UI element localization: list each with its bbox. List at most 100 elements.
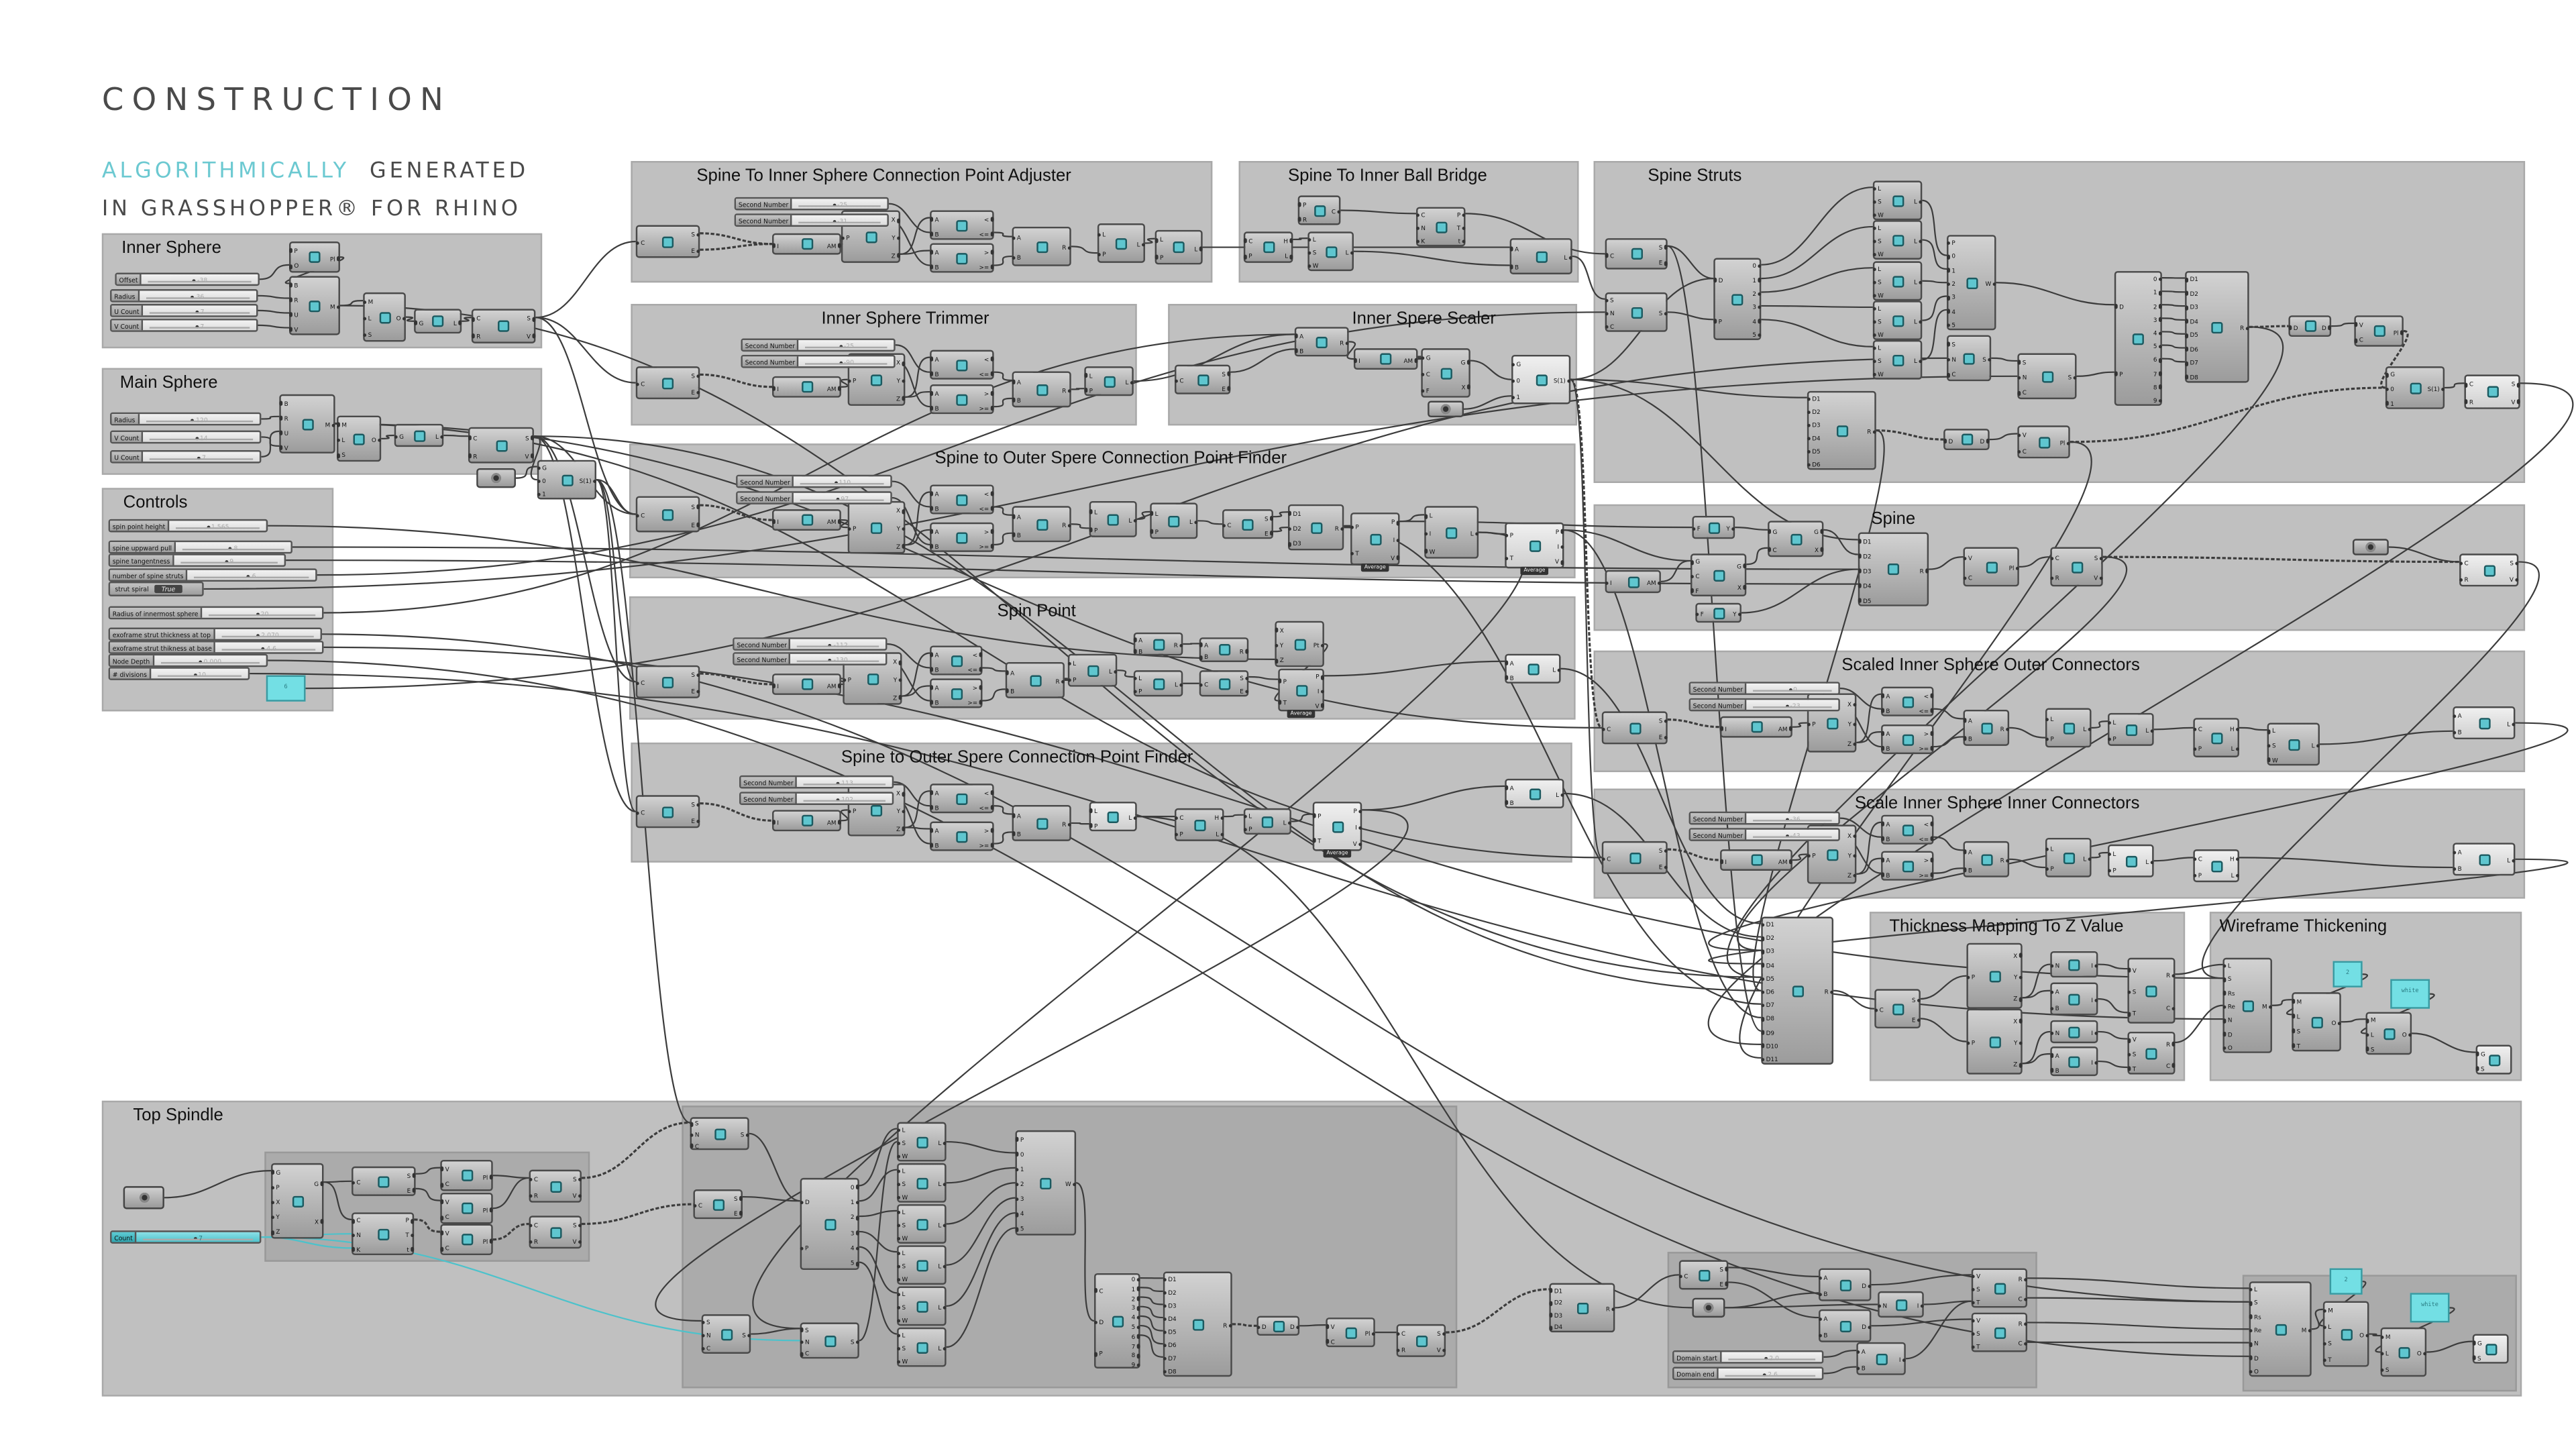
output-port[interactable]	[1820, 529, 1824, 534]
input-port[interactable]	[2184, 319, 2188, 324]
input-port[interactable]	[1297, 202, 1301, 207]
input-port[interactable]	[1971, 1300, 1975, 1305]
input-port[interactable]	[2192, 857, 2196, 861]
output-port[interactable]	[1462, 226, 1466, 231]
input-port[interactable]	[2127, 989, 2131, 995]
output-port[interactable]	[838, 820, 842, 824]
input-port[interactable]	[1872, 307, 1876, 311]
input-port[interactable]	[1307, 237, 1311, 242]
input-port[interactable]	[1966, 975, 1970, 980]
input-port[interactable]	[2184, 291, 2188, 296]
output-port[interactable]	[1664, 261, 1668, 266]
input-port[interactable]	[2017, 390, 2021, 396]
input-port[interactable]	[1880, 746, 1884, 751]
input-port[interactable]	[929, 231, 933, 237]
slider-knob[interactable]	[195, 325, 199, 329]
input-port[interactable]	[1548, 1313, 1552, 1318]
input-port[interactable]	[771, 820, 775, 824]
input-port[interactable]	[701, 1320, 705, 1325]
output-port[interactable]	[856, 1200, 860, 1205]
input-port[interactable]	[896, 1154, 900, 1159]
output-port[interactable]	[1321, 675, 1325, 680]
output-port[interactable]	[1873, 429, 1877, 435]
input-port[interactable]	[1504, 675, 1508, 680]
input-port[interactable]	[1287, 527, 1291, 531]
output-port[interactable]	[2088, 727, 2092, 732]
input-port[interactable]	[1012, 514, 1016, 519]
input-port[interactable]	[2045, 847, 2049, 852]
input-port[interactable]	[2288, 325, 2292, 330]
input-port[interactable]	[2192, 727, 2196, 732]
input-port[interactable]	[1015, 1167, 1018, 1172]
output-port[interactable]	[1462, 239, 1466, 244]
output-port[interactable]	[1289, 254, 1293, 259]
input-port[interactable]	[1760, 989, 1764, 995]
toggle-value[interactable]: True	[155, 584, 182, 594]
output-port[interactable]	[1567, 378, 1571, 384]
input-port[interactable]	[1012, 256, 1016, 260]
input-port[interactable]	[439, 1183, 443, 1187]
value-panel[interactable]: 6	[266, 675, 306, 702]
input-port[interactable]	[1760, 936, 1764, 941]
output-port[interactable]	[1917, 998, 1921, 1003]
input-port[interactable]	[1243, 239, 1247, 244]
output-port[interactable]	[1227, 386, 1231, 391]
input-port[interactable]	[2365, 1032, 2369, 1037]
slider-knob[interactable]	[832, 203, 836, 207]
input-port[interactable]	[1243, 254, 1247, 259]
slider-track[interactable]: 7	[137, 1232, 260, 1242]
output-port[interactable]	[2024, 1297, 2028, 1302]
output-port[interactable]	[1853, 722, 1857, 727]
output-port[interactable]	[440, 435, 444, 439]
output-port[interactable]	[991, 805, 995, 810]
input-port[interactable]	[1294, 348, 1298, 353]
output-port[interactable]	[1475, 531, 1479, 537]
input-port[interactable]	[2127, 1038, 2131, 1043]
slider-knob[interactable]	[836, 498, 839, 501]
input-port[interactable]	[1509, 264, 1513, 270]
input-port[interactable]	[1760, 1004, 1764, 1008]
input-port[interactable]	[896, 1277, 900, 1282]
input-port[interactable]	[529, 1223, 533, 1228]
input-port[interactable]	[2475, 1051, 2479, 1057]
input-port[interactable]	[1504, 800, 1508, 805]
output-port[interactable]	[532, 334, 536, 339]
input-port[interactable]	[2045, 737, 2049, 742]
input-port[interactable]	[1818, 1333, 1822, 1338]
input-port[interactable]	[2049, 989, 2053, 995]
output-port[interactable]	[1664, 735, 1668, 740]
input-port[interactable]	[439, 1231, 443, 1236]
input-port[interactable]	[1274, 628, 1278, 633]
output-port[interactable]	[1919, 319, 1923, 325]
slider-track[interactable]: 110	[794, 476, 890, 486]
output-port[interactable]	[696, 374, 700, 378]
input-port[interactable]	[1872, 333, 1876, 337]
output-port[interactable]	[490, 1175, 494, 1179]
output-port[interactable]	[943, 1264, 947, 1269]
input-port[interactable]	[2322, 1358, 2326, 1362]
input-port[interactable]	[1874, 1008, 1878, 1013]
input-port[interactable]	[896, 1251, 900, 1256]
output-port[interactable]	[2441, 387, 2445, 392]
input-port[interactable]	[270, 1170, 274, 1175]
input-port[interactable]	[2222, 1032, 2226, 1036]
input-port[interactable]	[529, 1240, 533, 1244]
input-port[interactable]	[2222, 1005, 2226, 1010]
number-slider[interactable]: Second Number-130	[733, 652, 888, 665]
